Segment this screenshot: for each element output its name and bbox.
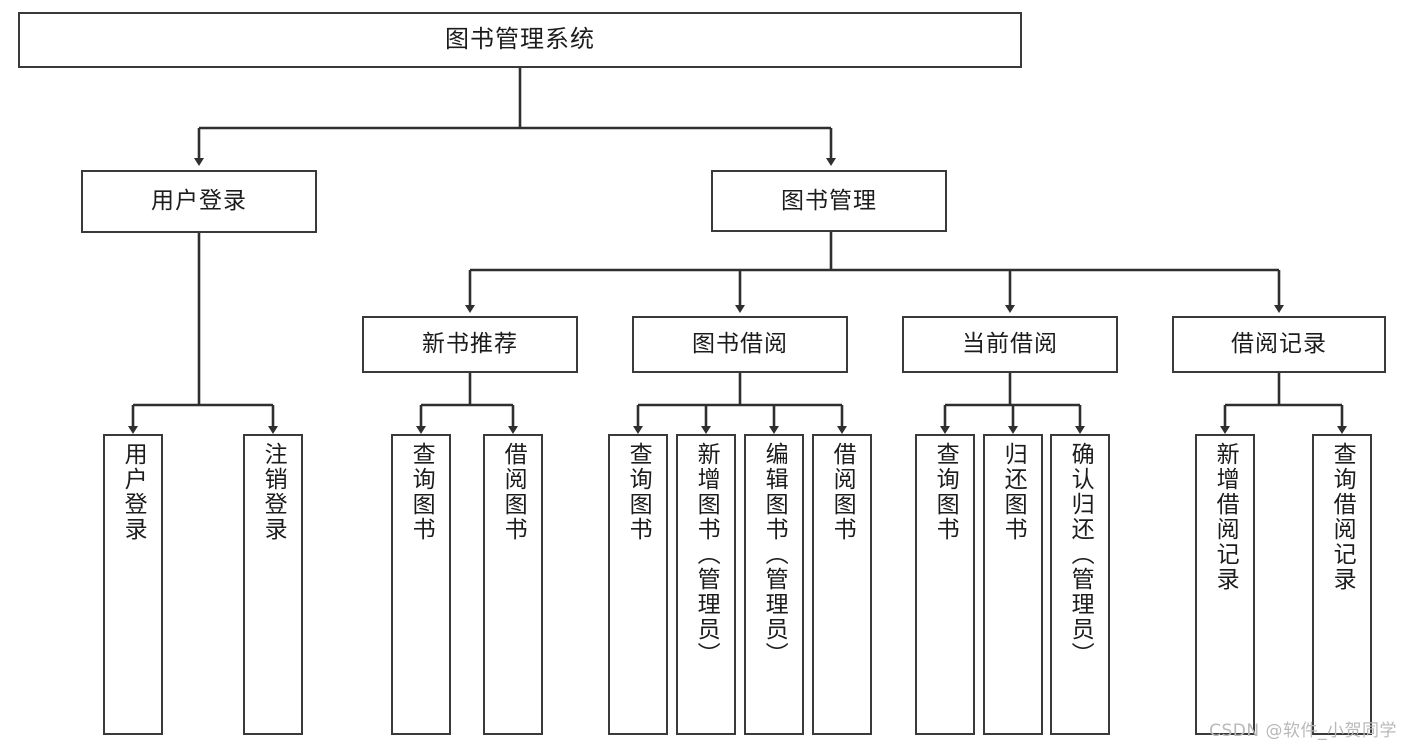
node-label: 注销登录	[260, 442, 287, 542]
node-label: 确认归还（管理员）	[1067, 442, 1094, 667]
node-label: 用户登录	[151, 188, 247, 215]
leaf-edit-book-admin[interactable]: 编辑图书（管理员）	[744, 434, 804, 735]
node-book-borrowing[interactable]: 图书借阅	[632, 316, 848, 373]
node-borrowing-records[interactable]: 借阅记录	[1172, 316, 1386, 373]
node-label: 查询图书	[625, 442, 652, 542]
leaf-borrow-books[interactable]: 借阅图书	[812, 434, 872, 735]
leaf-query-books-new[interactable]: 查询图书	[391, 434, 451, 735]
node-user-login[interactable]: 用户登录	[81, 170, 317, 233]
node-label: 新增图书（管理员）	[693, 442, 720, 667]
node-label: 借阅图书	[500, 442, 527, 542]
leaf-query-books-borrow[interactable]: 查询图书	[608, 434, 668, 735]
node-root-book-management-system[interactable]: 图书管理系统	[18, 12, 1022, 68]
node-current-borrowing[interactable]: 当前借阅	[902, 316, 1118, 373]
node-label: 图书管理系统	[445, 25, 595, 54]
node-label: 查询图书	[408, 442, 435, 542]
node-label: 新书推荐	[422, 331, 518, 358]
leaf-query-books-current[interactable]: 查询图书	[915, 434, 975, 735]
leaf-confirm-return-admin[interactable]: 确认归还（管理员）	[1050, 434, 1110, 735]
leaf-user-login[interactable]: 用户登录	[103, 434, 163, 735]
leaf-add-borrow-record[interactable]: 新增借阅记录	[1195, 434, 1255, 735]
node-label: 查询借阅记录	[1329, 442, 1356, 592]
node-label: 编辑图书（管理员）	[761, 442, 788, 667]
node-label: 新增借阅记录	[1212, 442, 1239, 592]
node-label: 查询图书	[932, 442, 959, 542]
node-label: 借阅图书	[829, 442, 856, 542]
node-new-book-recommendation[interactable]: 新书推荐	[362, 316, 578, 373]
node-book-management[interactable]: 图书管理	[711, 170, 947, 232]
node-label: 图书借阅	[692, 331, 788, 358]
leaf-query-borrow-record[interactable]: 查询借阅记录	[1312, 434, 1372, 735]
node-label: 图书管理	[781, 187, 877, 214]
node-label: 当前借阅	[962, 331, 1058, 358]
node-label: 归还图书	[1000, 442, 1027, 542]
leaf-return-books[interactable]: 归还图书	[983, 434, 1043, 735]
leaf-borrow-books-new[interactable]: 借阅图书	[483, 434, 543, 735]
leaf-logout[interactable]: 注销登录	[243, 434, 303, 735]
node-label: 借阅记录	[1231, 331, 1327, 358]
leaf-add-book-admin[interactable]: 新增图书（管理员）	[676, 434, 736, 735]
node-label: 用户登录	[120, 442, 147, 542]
